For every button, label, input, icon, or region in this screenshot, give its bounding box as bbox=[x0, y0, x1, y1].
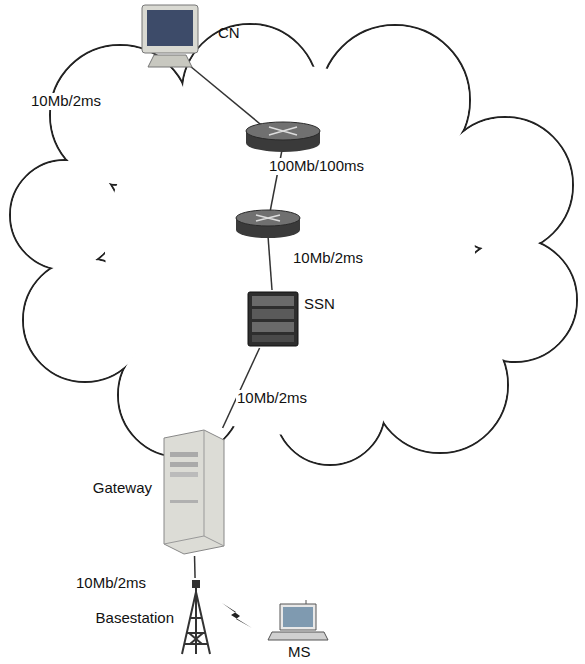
device-node: Basestation bbox=[176, 578, 216, 656]
device-node: Gateway bbox=[158, 428, 228, 556]
wired-links bbox=[190, 66, 282, 290]
link-label: 10Mb/2ms bbox=[292, 250, 364, 267]
device-label: Basestation bbox=[96, 610, 174, 627]
device-node: MS bbox=[266, 600, 330, 642]
link-label: 100Mb/100ms bbox=[268, 158, 365, 175]
device-icon bbox=[176, 578, 216, 656]
device-icon bbox=[140, 3, 202, 69]
network-link bbox=[223, 348, 260, 428]
device-label: MS bbox=[288, 644, 311, 661]
cloud-outline bbox=[10, 24, 577, 465]
link-label: 10Mb/2ms bbox=[75, 575, 147, 592]
device-node: CN bbox=[140, 3, 202, 69]
link-label: 10Mb/2ms bbox=[30, 93, 102, 110]
network-link bbox=[194, 556, 196, 578]
router-icon bbox=[236, 210, 300, 238]
wireless-lightning bbox=[222, 603, 252, 628]
device-icon bbox=[158, 428, 228, 556]
device-node: SSN bbox=[246, 290, 300, 348]
device-icon bbox=[266, 600, 330, 642]
device-label: SSN bbox=[304, 296, 335, 313]
device-icon bbox=[246, 290, 300, 348]
device-label: Gateway bbox=[93, 480, 152, 497]
device-label: CN bbox=[218, 25, 240, 42]
link-label: 10Mb/2ms bbox=[236, 390, 308, 407]
router-icon bbox=[246, 122, 320, 152]
